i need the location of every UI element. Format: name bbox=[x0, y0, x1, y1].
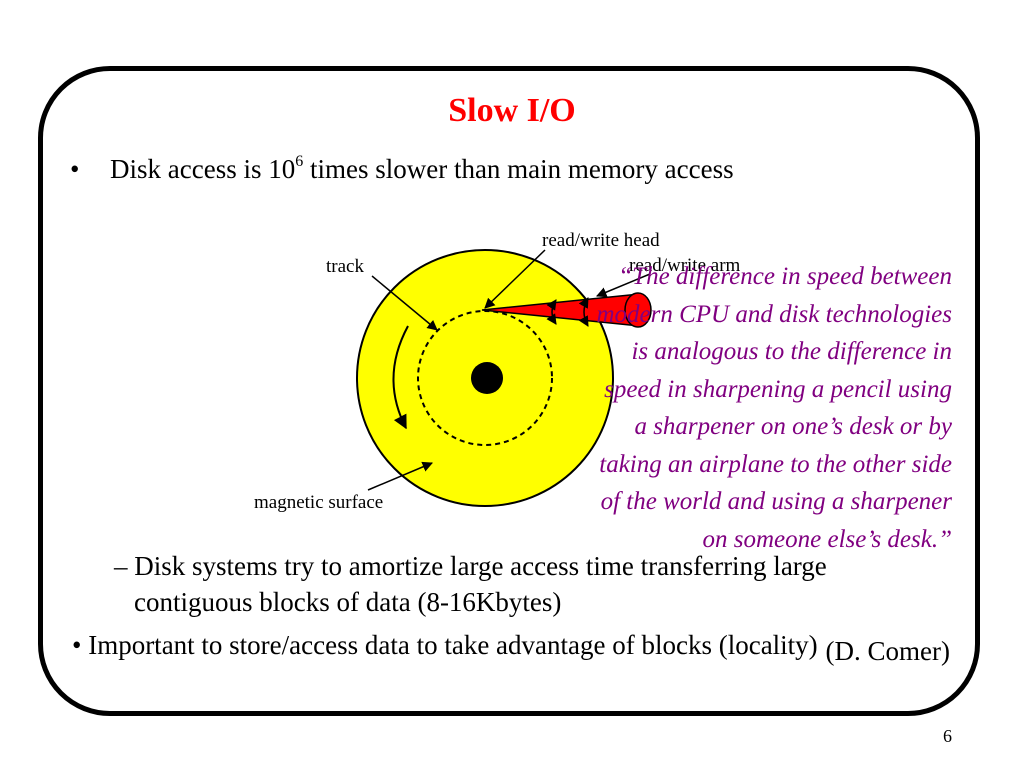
comer-quote: “The difference in speed between modern … bbox=[596, 263, 952, 553]
arm-motion-arrow-left bbox=[546, 299, 557, 325]
bullet-locality: • Important to store/access data to take… bbox=[72, 630, 818, 660]
label-read-write-head: read/write head bbox=[542, 230, 660, 251]
page-number: 6 bbox=[943, 726, 952, 746]
exponent: 6 bbox=[295, 153, 304, 170]
label-read-write-arm: read/write arm bbox=[629, 255, 741, 276]
rotation-arrow bbox=[392, 325, 409, 430]
bullet-disk-access-text: Disk access is 106 times slower than mai… bbox=[110, 153, 734, 184]
track-pointer bbox=[371, 275, 438, 331]
sub-bullet-line-1: – Disk systems try to amortize large acc… bbox=[114, 551, 827, 581]
spindle bbox=[471, 362, 503, 394]
arm-pivot bbox=[624, 292, 652, 328]
sub-bullet-line-2: contiguous blocks of data (8-16Kbytes) bbox=[134, 587, 562, 617]
arm-motion-arrow-right bbox=[578, 297, 589, 327]
arm-pointer bbox=[596, 273, 651, 298]
label-magnetic-surface: magnetic surface bbox=[254, 492, 383, 513]
sub-bullet-amortize: – Disk systems try to amortize large acc… bbox=[114, 548, 827, 620]
head-pointer bbox=[484, 249, 546, 309]
quote-attribution: (D. Comer) bbox=[825, 636, 950, 666]
slide-title: Slow I/O bbox=[448, 92, 576, 129]
label-track: track bbox=[326, 256, 364, 277]
bullet-dot: • bbox=[70, 154, 80, 184]
surface-pointer bbox=[367, 461, 433, 491]
slide-frame bbox=[38, 66, 980, 716]
